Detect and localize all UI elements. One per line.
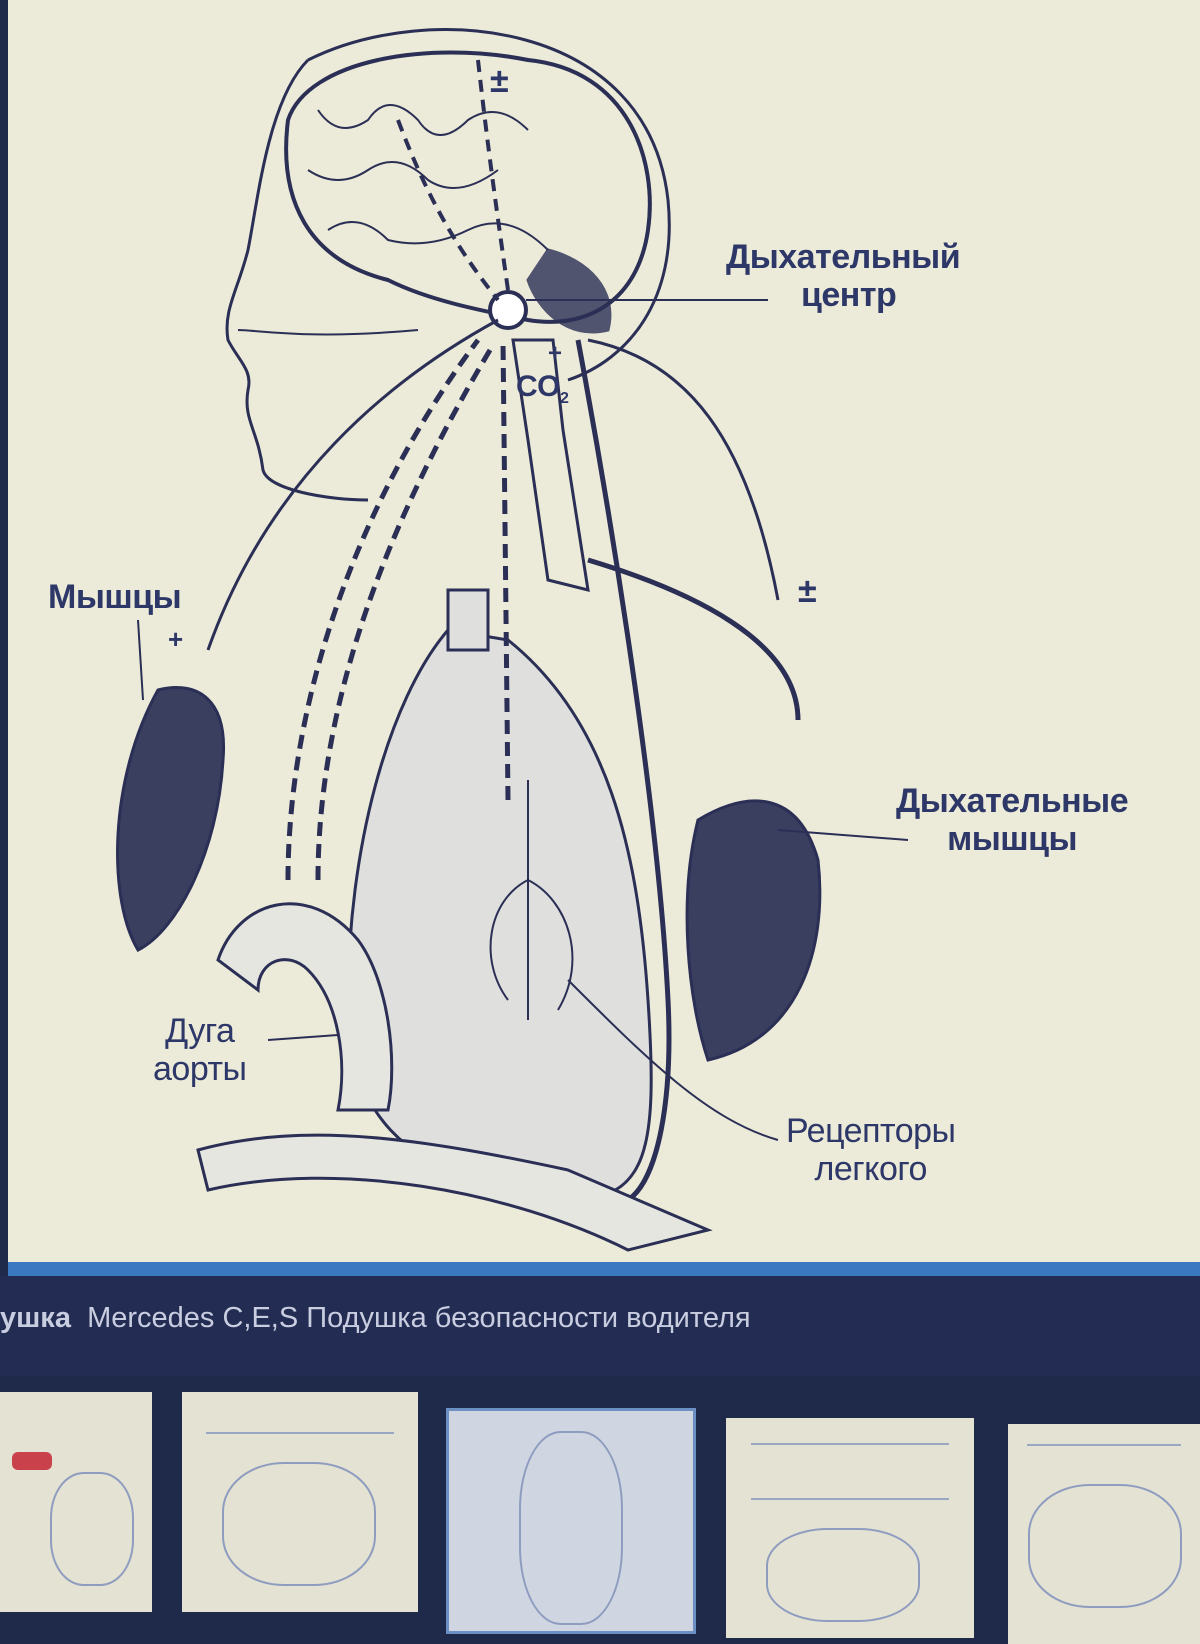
thumbnail-sketch <box>519 1431 623 1625</box>
thumbnail-sketch <box>222 1462 376 1586</box>
label-respiratory-center: Дыхательный центр <box>726 238 961 314</box>
caption-bar <box>0 1276 1200 1376</box>
co2-subscript: 2 <box>560 390 569 407</box>
sign-plus-center: + <box>548 340 562 367</box>
afferent-path-aorta-1 <box>285 338 481 881</box>
label-line: Дыхательный <box>726 238 961 276</box>
thumbnail-sketch <box>1028 1484 1182 1608</box>
respiration-diagram <box>116 28 909 1252</box>
label-line: Дуга <box>165 1012 235 1050</box>
label-lung-receptors: Рецепторы легкого <box>786 1112 956 1188</box>
thumbnail-sketch <box>50 1472 134 1586</box>
label-line: Дыхательные <box>896 782 1129 820</box>
thumbnail-1[interactable] <box>0 1392 152 1612</box>
label-respiratory-muscles: Дыхательные мышцы <box>896 782 1129 858</box>
skeletal-muscle <box>116 686 226 952</box>
label-line: центр <box>801 276 897 314</box>
label-line: аорты <box>153 1050 247 1088</box>
efferent-path-muscles <box>587 557 801 721</box>
label-line: мышцы <box>947 820 1078 858</box>
thumbnail-4[interactable] <box>726 1418 974 1638</box>
label-aortic-arch: Дуга аорты <box>153 1012 247 1088</box>
thumbnail-3[interactable] <box>446 1408 696 1634</box>
label-line: Рецепторы <box>786 1112 956 1150</box>
head-outline <box>225 28 671 502</box>
sign-plus-left: + <box>168 624 183 654</box>
afferent-path-lung <box>500 339 511 801</box>
sign-plus-minus-right: ± <box>798 572 817 610</box>
thumbnail-5[interactable] <box>1008 1424 1200 1644</box>
label-line: легкого <box>814 1150 928 1188</box>
label-co2: CO2 <box>516 368 569 418</box>
thumbnail-sketch <box>766 1528 920 1622</box>
co2-text: CO <box>516 370 561 403</box>
aortic-arch <box>216 902 394 1112</box>
thumbnail-line <box>205 1432 395 1434</box>
sign-plus-minus-top: ± <box>490 62 509 100</box>
caption-prefix: ушка <box>0 1302 71 1334</box>
efferent-path-lung <box>575 339 672 1203</box>
thumbnail-2[interactable] <box>182 1392 418 1612</box>
image-caption[interactable]: ушка Mercedes C,E,S Подушка безопасности… <box>0 1302 751 1335</box>
respiratory-center-marker <box>488 290 528 330</box>
thumbnail-line <box>750 1443 950 1445</box>
thumbnail-line <box>1027 1444 1181 1446</box>
brain <box>284 50 652 324</box>
label-muscles: Мышцы <box>48 578 182 616</box>
thumbnail-line <box>750 1498 950 1500</box>
caption-text: Mercedes C,E,S Подушка безопасности води… <box>87 1302 751 1334</box>
afferent-path-aorta-2 <box>315 343 496 881</box>
image-viewer: Дыхательный центр Мышцы CO2 Дыхательные … <box>8 0 1200 1276</box>
lung <box>346 628 653 1202</box>
thumbnail-red-mark <box>12 1452 52 1470</box>
diaphragm-muscle <box>685 799 822 1062</box>
